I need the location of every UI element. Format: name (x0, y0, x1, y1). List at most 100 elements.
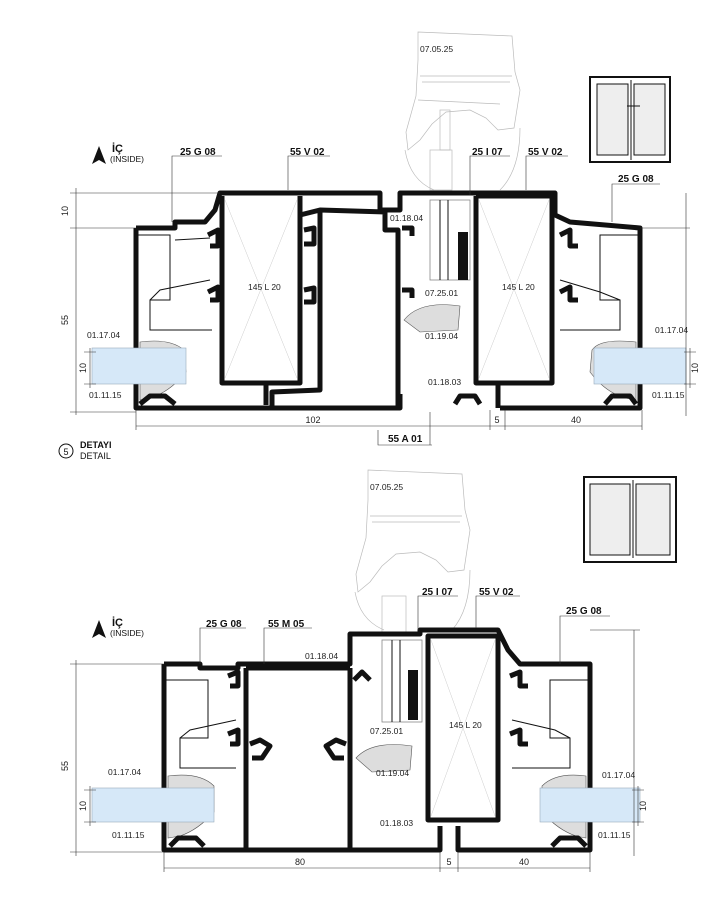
dim-55: 55 (60, 761, 70, 771)
bead (402, 287, 415, 298)
bottom-weep-left (168, 835, 206, 848)
top-weep-left (138, 393, 177, 406)
part-011115-left: 01.11.15 (89, 390, 122, 400)
bottom-center-gasket (355, 744, 413, 773)
up-arrow-icon (92, 620, 106, 638)
dim-10: 10 (60, 206, 70, 216)
part-011704-left: 01.17.04 (108, 767, 141, 777)
part-011115-right: 01.11.15 (652, 390, 685, 400)
part-011804: 01.18.04 (305, 651, 338, 661)
top-weep-right (603, 393, 638, 406)
code-25g08-left: 25 G 08 (180, 147, 216, 158)
code-55v02-left: 55 V 02 (290, 147, 325, 158)
dim-80: 80 (295, 857, 305, 867)
bottom-part-labels: 07.05.25 01.18.04 07.25.01 01.19.04 01.1… (108, 482, 635, 840)
bead (509, 727, 528, 747)
inside-label: İÇ (112, 616, 123, 629)
top-ghost-handle (404, 31, 521, 191)
clip (249, 737, 273, 761)
bottom-weep-right (550, 835, 588, 848)
dim-10-glass-right: 10 (690, 363, 700, 373)
dim-40: 40 (519, 857, 529, 867)
part-011904: 01.19.04 (376, 768, 409, 778)
bottom-section: İÇ (INSIDE) 145 L 20 (60, 469, 677, 872)
dim-55: 55 (60, 315, 70, 325)
bead (206, 227, 221, 249)
code-55v02: 55 V 02 (479, 587, 514, 598)
code-25g08-right: 25 G 08 (566, 606, 602, 617)
dim-102: 102 (305, 415, 320, 425)
bead (303, 225, 317, 247)
profile-label: 145 L 20 (449, 720, 482, 730)
code-55v02-right: 55 V 02 (528, 147, 563, 158)
dim-10-glass-left: 10 (78, 801, 88, 811)
part-011704-right: 01.17.04 (655, 325, 688, 335)
dim-10-glass-left: 10 (78, 363, 88, 373)
part-011803: 01.18.03 (428, 377, 461, 387)
bottom-lock-mechanism (381, 639, 423, 723)
code-55m05: 55 M 05 (268, 619, 305, 630)
bottom-window-thumbnail (583, 476, 677, 563)
bead (509, 669, 528, 689)
top-left-sash (219, 196, 303, 405)
bottom-sash (425, 633, 501, 823)
inside-sub-label: (INSIDE) (110, 154, 144, 164)
bead (206, 284, 221, 303)
detail-title-en: DETAIL (80, 451, 111, 461)
bead (558, 227, 578, 249)
top-mullion (269, 207, 401, 408)
part-011803: 01.18.03 (380, 818, 413, 828)
bottom-code-labels: 25 G 08 55 M 05 25 I 07 55 V 02 25 G 08 (199, 587, 610, 664)
part-011704-left: 01.17.04 (87, 330, 120, 340)
top-lock-mechanism (429, 199, 471, 281)
part-011115-right: 01.11.15 (598, 830, 631, 840)
profile-label: 145 L 20 (248, 282, 281, 292)
bottom-dimensions: 55 10 10 80 5 40 (60, 629, 648, 872)
dim-5: 5 (446, 857, 451, 867)
top-dimensions: 10 55 10 10 102 5 40 (60, 188, 700, 430)
bottom-fixed-mullion (243, 665, 353, 848)
code-25g08-left: 25 G 08 (206, 619, 242, 630)
bead (227, 669, 241, 689)
bead (558, 284, 578, 303)
top-right-sash (473, 193, 555, 408)
clip (323, 737, 347, 761)
detail-marker: 5 DETAYI DETAIL (58, 440, 112, 461)
bottom-glass-left (91, 787, 215, 823)
code-55a01: 55 A 01 (388, 434, 423, 445)
bead (227, 727, 241, 747)
code-25g08-right: 25 G 08 (618, 174, 654, 185)
part-011704-right: 01.17.04 (602, 770, 635, 780)
part-072501: 07.25.01 (425, 288, 458, 298)
part-070525: 07.05.25 (420, 44, 453, 54)
up-arrow-icon (92, 146, 106, 164)
bottom-glass-right (539, 787, 641, 823)
inside-sub-label: (INSIDE) (110, 628, 144, 638)
dim-5: 5 (494, 415, 499, 425)
top-infill-right: 145 L 20 (478, 199, 550, 379)
part-072501: 07.25.01 (370, 726, 403, 736)
top-weep-center (452, 393, 483, 406)
top-glass-right (593, 347, 687, 385)
dim-40: 40 (571, 415, 581, 425)
top-inside-indicator: İÇ (INSIDE) (92, 142, 144, 164)
top-window-thumbnail (589, 76, 671, 163)
bead (303, 285, 317, 305)
top-section: İÇ (INSIDE) 145 L 20 145 L 20 (58, 31, 700, 461)
detail-title-tr: DETAYI (80, 440, 112, 450)
bead (402, 225, 415, 236)
part-070525: 07.05.25 (370, 482, 403, 492)
part-011804: 01.18.04 (390, 213, 423, 223)
bottom-outer-frame (161, 627, 593, 853)
part-011115-left: 01.11.15 (112, 830, 145, 840)
profile-label: 145 L 20 (502, 282, 535, 292)
dim-10-glass-right: 10 (638, 801, 648, 811)
code-25i07: 25 I 07 (422, 587, 453, 598)
bottom-ghost-handle (354, 469, 471, 633)
part-011904: 01.19.04 (425, 331, 458, 341)
bottom-infill: 145 L 20 (430, 639, 496, 817)
top-code-labels: 25 G 08 55 V 02 25 I 07 55 V 02 25 G 08 … (171, 147, 660, 446)
top-glass-left (91, 347, 187, 385)
bead (352, 669, 372, 682)
